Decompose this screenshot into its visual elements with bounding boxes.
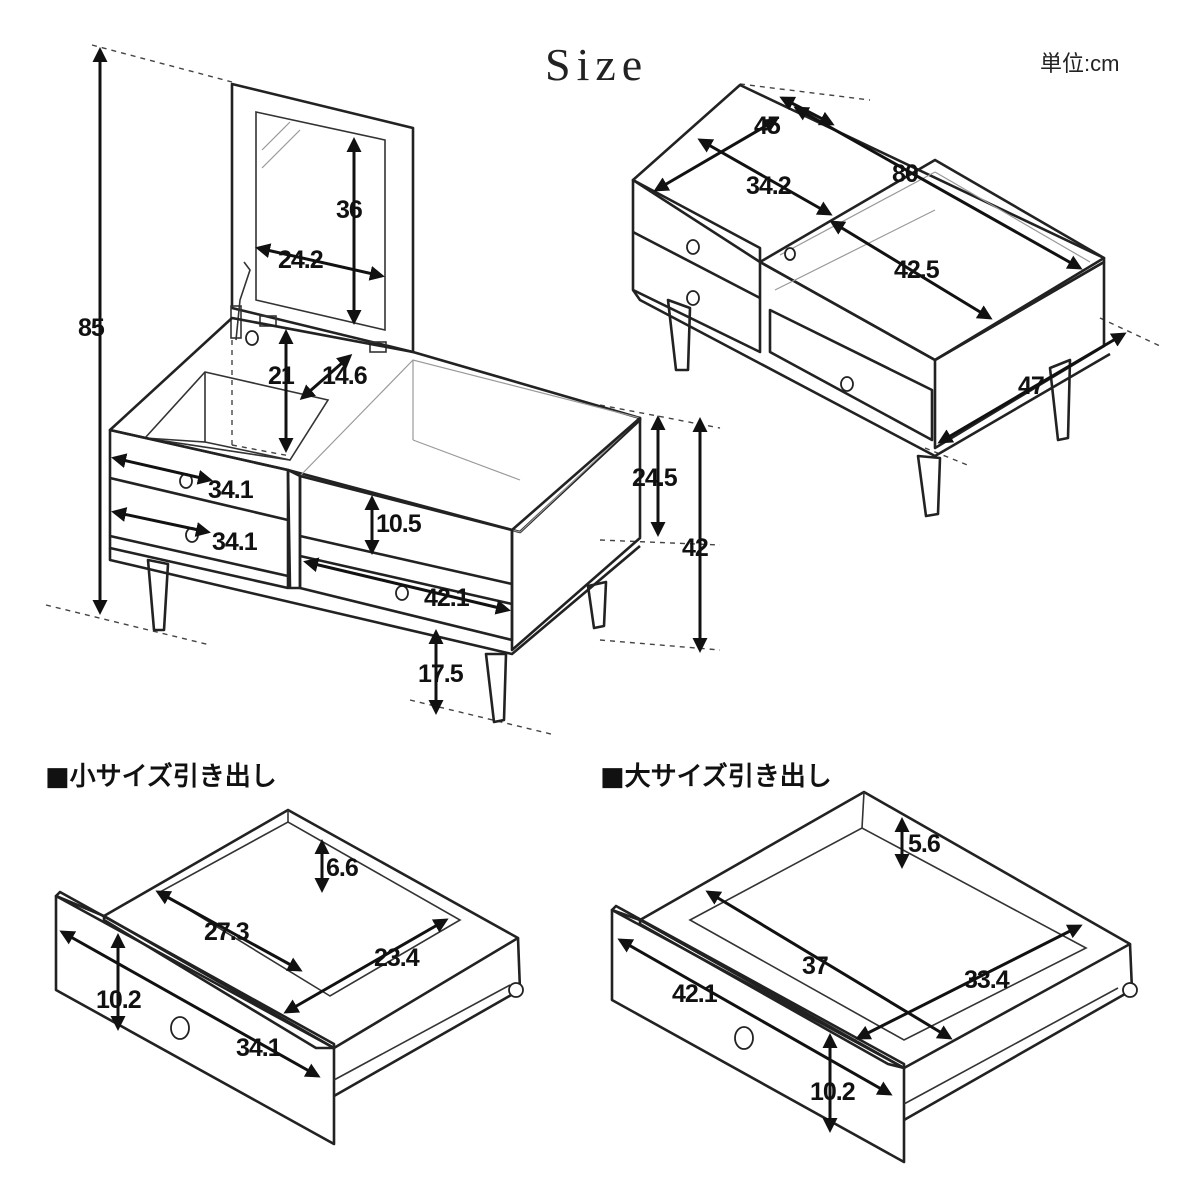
dim-small-width-inner: 23.4 xyxy=(374,944,420,972)
dim-total-height: 85 xyxy=(78,314,105,342)
dim-large-front-height: 10.2 xyxy=(810,1078,855,1106)
dim-small-drawer-width-1: 34.1 xyxy=(208,476,254,504)
dim-large-height-inner: 5.6 xyxy=(908,830,940,858)
top-view-dimension-labels: 45 80 34.2 42.5 47 xyxy=(746,112,1045,400)
dim-small-height-inner: 6.6 xyxy=(326,854,358,882)
large-drawer-heading: ■大サイズ引き出し xyxy=(600,762,832,792)
main-table-drawing xyxy=(45,44,721,736)
dim-large-front-width: 42.1 xyxy=(672,980,718,1008)
dim-small-depth: 27.3 xyxy=(204,918,249,946)
dim-length: 80 xyxy=(892,160,918,188)
large-drawer-drawing xyxy=(610,790,1138,1164)
top-view-drawing xyxy=(631,83,1161,518)
dim-depth: 45 xyxy=(754,112,781,140)
dim-small-drawer-width-2: 34.1 xyxy=(212,528,258,556)
small-drawer-drawing xyxy=(54,808,524,1146)
dim-inner-height: 10.5 xyxy=(376,510,422,538)
page-title: Size xyxy=(545,39,649,90)
dim-large-depth: 37 xyxy=(802,952,828,980)
dim-small-front-height: 10.2 xyxy=(96,986,141,1014)
dim-small-front-width: 34.1 xyxy=(236,1034,282,1062)
dim-large-inner-width: 42.5 xyxy=(894,256,940,284)
dim-large-width-inner: 33.4 xyxy=(964,966,1010,994)
dim-side-depth: 47 xyxy=(1018,372,1044,400)
dim-leg-height: 17.5 xyxy=(418,660,464,688)
small-drawer-heading: ■小サイズ引き出し xyxy=(45,762,277,792)
dim-mirror-height: 36 xyxy=(336,196,362,224)
dim-small-inner-width: 34.2 xyxy=(746,172,791,200)
dim-table-height: 42 xyxy=(682,534,708,562)
dim-large-drawer-width: 42.1 xyxy=(424,584,470,612)
small-drawer-dimension-labels: 6.6 27.3 23.4 10.2 34.1 xyxy=(96,854,421,1062)
dim-mirror-width: 24.2 xyxy=(278,246,323,274)
dim-compartment-width: 14.6 xyxy=(322,362,367,390)
main-dimension-labels: 85 36 24.2 21 14.6 34.1 34.1 10.5 42.1 2… xyxy=(78,196,709,688)
dim-compartment-depth: 21 xyxy=(268,362,295,390)
dim-body-height: 24.5 xyxy=(632,464,678,492)
unit-label: 単位:cm xyxy=(1040,51,1120,76)
large-drawer-dimension-labels: 5.6 37 33.4 42.1 10.2 xyxy=(672,830,1011,1106)
